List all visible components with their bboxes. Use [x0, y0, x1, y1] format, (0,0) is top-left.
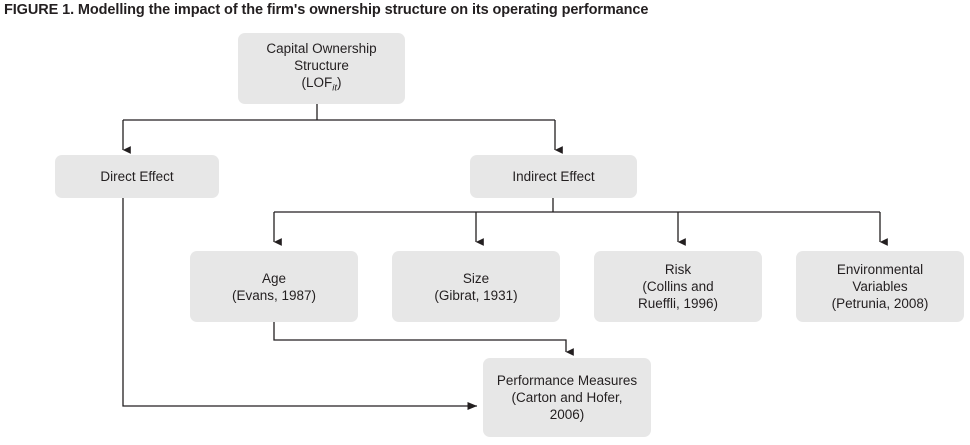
node-performance-measures[interactable]: Performance Measures (Carton and Hofer, …	[483, 358, 651, 437]
node-label: Performance Measures (Carton and Hofer, …	[496, 373, 638, 422]
edge-age-performance	[273, 322, 574, 356]
node-age[interactable]: Age (Evans, 1987)	[190, 251, 358, 322]
node-label: Indirect Effect	[512, 169, 595, 184]
node-label: Size (Gibrat, 1931)	[434, 270, 518, 303]
node-label: Environmental Variables (Petrunia, 2008)	[831, 262, 929, 311]
node-risk[interactable]: Risk (Collins and Rueffli, 1996)	[594, 251, 762, 322]
node-label: Risk (Collins and Rueffli, 1996)	[637, 262, 719, 311]
node-indirect-effect[interactable]: Indirect Effect	[470, 155, 637, 198]
node-label: Age (Evans, 1987)	[231, 270, 317, 303]
node-environmental-variables[interactable]: Environmental Variables (Petrunia, 2008)	[796, 251, 964, 322]
node-direct-effect[interactable]: Direct Effect	[55, 155, 219, 198]
edge-root-bus	[122, 104, 563, 154]
node-size[interactable]: Size (Gibrat, 1931)	[392, 251, 560, 322]
figure-title: FIGURE 1. Modelling the impact of the fi…	[4, 2, 649, 18]
edge-direct-performance	[122, 198, 478, 410]
edge-indirect-bus	[273, 198, 888, 246]
node-label: Direct Effect	[100, 169, 174, 184]
